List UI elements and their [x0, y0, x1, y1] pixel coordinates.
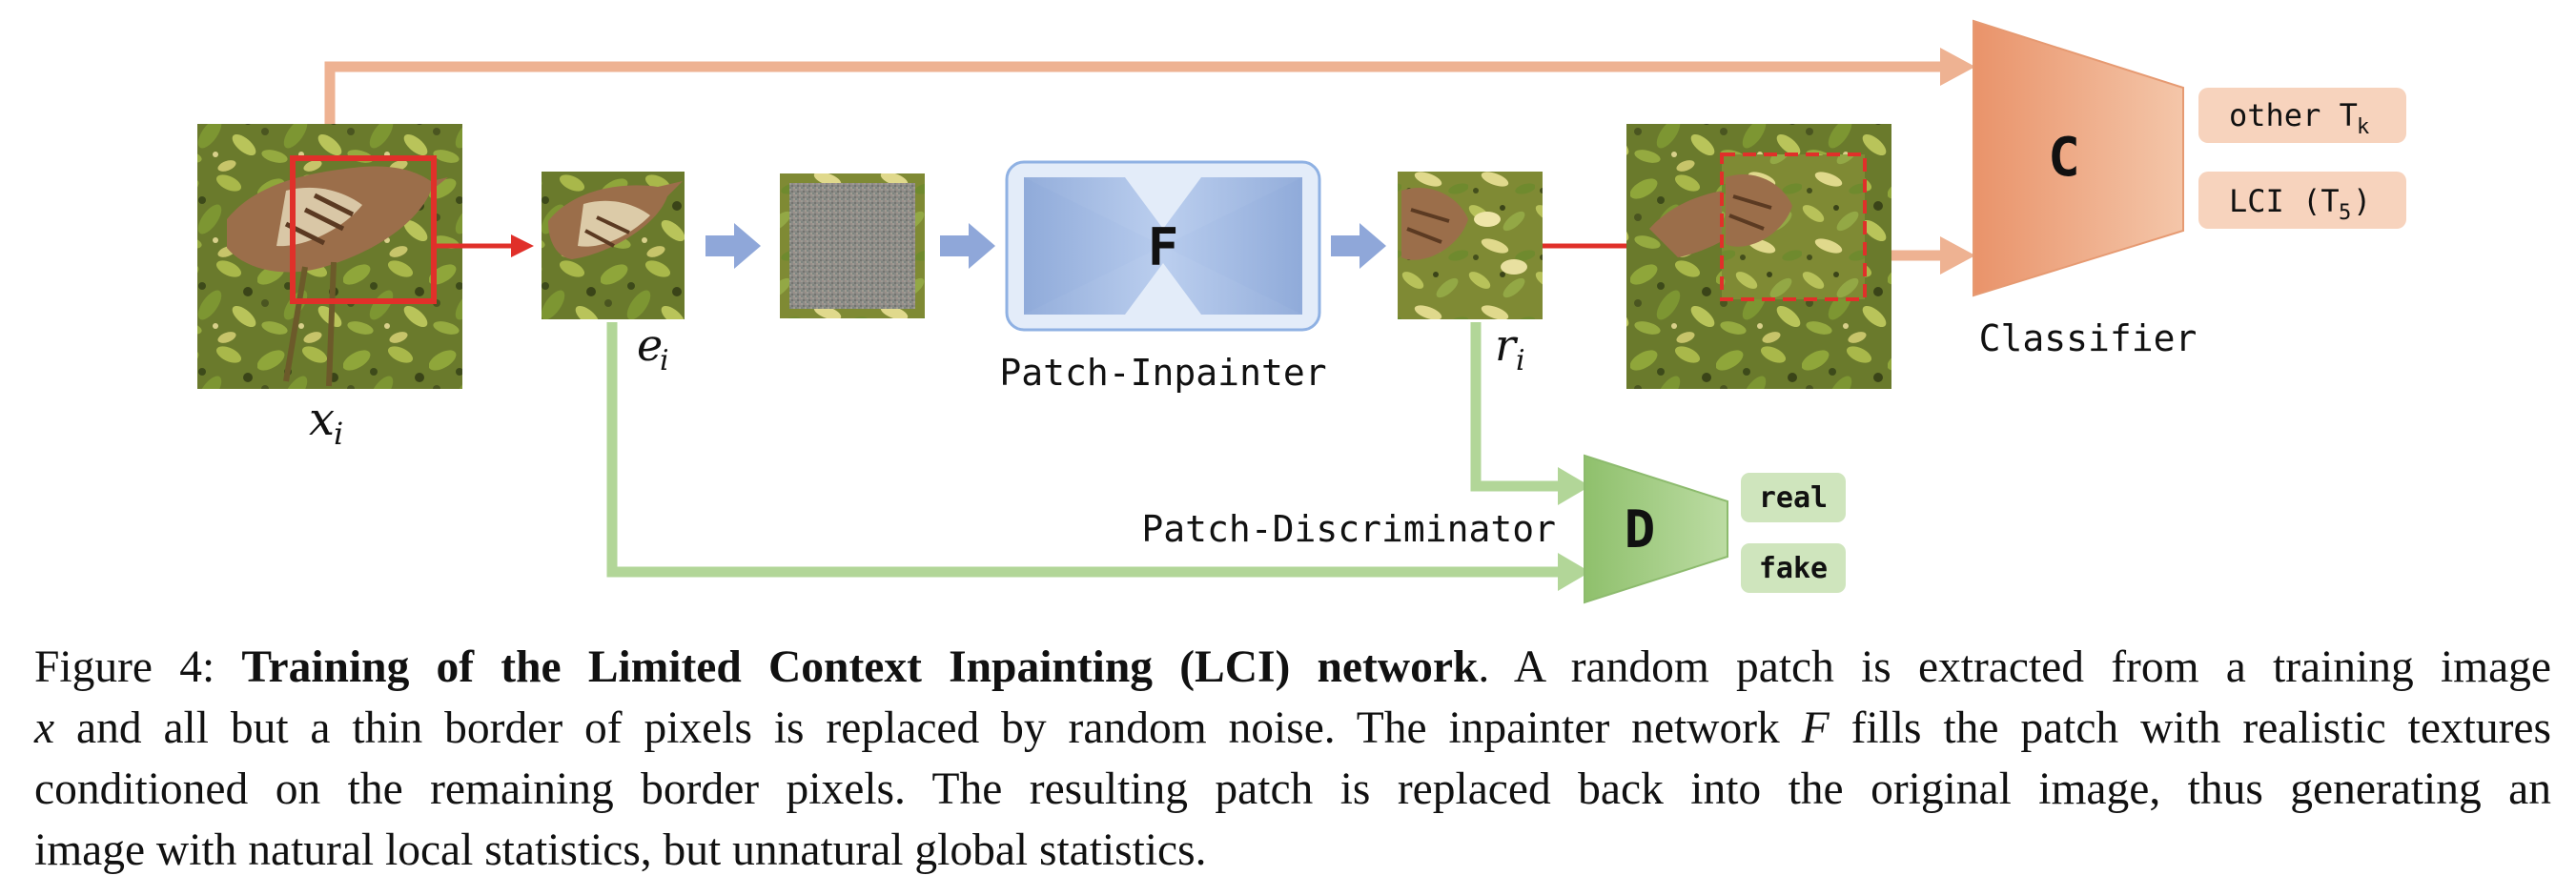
inpainter-label: Patch-Inpainter — [999, 352, 1326, 394]
svg-text:i: i — [660, 344, 669, 377]
classifier-letter: C — [2048, 127, 2080, 189]
blue-arrow-3 — [1331, 223, 1386, 269]
label-ei: e i — [637, 319, 669, 377]
blue-arrow-1 — [705, 223, 761, 269]
discriminator-label: Patch-Discriminator — [1141, 508, 1556, 550]
composite-to-classifier-arrow — [1891, 236, 1975, 275]
label-xi: x i — [309, 393, 343, 452]
svg-text:5: 5 — [2339, 201, 2351, 225]
composite-image — [1626, 124, 1891, 389]
svg-text:): ) — [2353, 183, 2371, 219]
figure-caption: Figure 4: Training of the Limited Contex… — [34, 637, 2551, 881]
caption-line-4: image with natural local statistics, but… — [34, 825, 1207, 875]
svg-text:e: e — [637, 319, 663, 371]
inpainter-letter: F — [1148, 217, 1179, 277]
input-image-xi — [197, 124, 462, 389]
orange-skip-arrow — [324, 48, 1975, 124]
caption-title: Training of the Limited Context Inpainti… — [241, 642, 1479, 692]
classifier-output-lci: LCI (T 5 ) — [2198, 172, 2406, 229]
patch-inpainter-block: F — [1005, 160, 1321, 332]
svg-text:x: x — [309, 393, 335, 446]
green-real-arrow — [606, 322, 1590, 591]
inpainted-patch-ri — [1398, 172, 1543, 319]
svg-text:r: r — [1495, 319, 1519, 371]
blue-arrow-2 — [940, 223, 995, 269]
classifier-label: Classifier — [1979, 317, 2198, 359]
svg-text:fake: fake — [1759, 552, 1828, 585]
label-ri: r i — [1495, 319, 1525, 377]
caption-line-1: Figure 4: Training of the Limited Contex… — [34, 642, 2552, 692]
svg-text:k: k — [2357, 115, 2369, 139]
svg-text:LCI (T: LCI (T — [2229, 183, 2340, 219]
discriminator-block: D — [1584, 454, 1728, 604]
noised-patch — [780, 173, 925, 318]
classifier-output-other: other T k — [2198, 88, 2406, 143]
svg-text:i: i — [1516, 344, 1525, 377]
green-fake-arrow — [1470, 322, 1590, 505]
caption-line-3: conditioned on the remaining border pixe… — [34, 764, 2551, 814]
discriminator-letter: D — [1625, 499, 1656, 560]
svg-text:real: real — [1759, 481, 1828, 515]
discriminator-output-real: real — [1741, 473, 1846, 522]
extracted-patch-ei — [542, 172, 685, 319]
svg-text:i: i — [334, 416, 343, 452]
extract-arrow — [434, 234, 534, 257]
caption-line-2: x and all but a thin border of pixels is… — [34, 703, 2551, 753]
svg-text:other T: other T — [2229, 97, 2358, 133]
classifier-block: C — [1973, 19, 2184, 297]
discriminator-output-fake: fake — [1741, 543, 1846, 593]
lci-training-diagram: x i e i F Patch-In — [197, 19, 2406, 604]
